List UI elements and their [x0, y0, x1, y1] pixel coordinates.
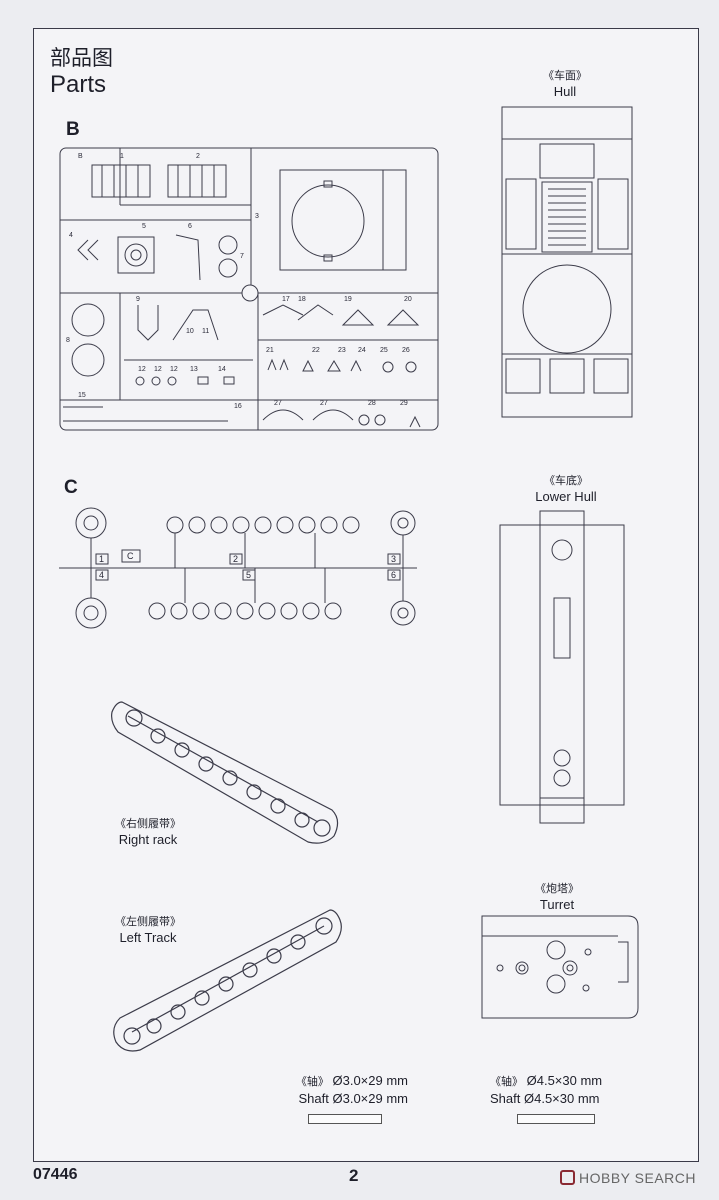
shaft2-dim-en: Ø4.5×30 mm: [523, 1091, 600, 1106]
sprue-b-num: 24: [358, 347, 366, 354]
sprue-b-num: 18: [298, 296, 306, 303]
left-track-caption-cn: 《左侧履带》: [115, 915, 181, 928]
turret-caption: 《炮塔》 Turret: [512, 881, 602, 913]
sprue-b-num: 27: [320, 400, 328, 407]
sprue-b-num: 14: [218, 366, 226, 373]
title-chinese: 部品图: [50, 46, 113, 70]
sprue-b-num: 6: [188, 223, 192, 230]
hull-drawing: [500, 104, 634, 420]
shaft1-dim: Ø3.0×29 mm: [332, 1073, 408, 1088]
sprue-b-num: 8: [66, 337, 70, 344]
shaft2-cn: 《轴》: [490, 1075, 523, 1088]
sprue-c-num: 1: [99, 554, 104, 564]
lower-hull-caption: 《车底》 Lower Hull: [516, 473, 616, 505]
shaft1-spec: 《轴》 Ø3.0×29 mm Shaft Ø3.0×29 mm: [284, 1072, 408, 1107]
page-number: 2: [349, 1166, 359, 1185]
sprue-b-num: 10: [186, 328, 194, 335]
shaft1-cn: 《轴》: [295, 1075, 329, 1088]
sprue-c-num: 6: [391, 570, 396, 580]
sprue-b-num: 11: [202, 328, 209, 335]
sprue-c-num: 3: [391, 554, 396, 564]
sprue-b-num: 19: [344, 296, 352, 303]
sprue-c-num: 2: [233, 554, 238, 564]
left-track-drawing: [108, 902, 344, 1058]
sprue-b-num: 25: [380, 347, 388, 354]
sprue-b-diagram: B 1 2 3 4 5 6 7 8 9 10 11 12 12 12 13 14…: [58, 145, 442, 435]
sprue-b-num: 13: [190, 366, 198, 373]
sprue-c-num: 4: [99, 570, 104, 580]
sprue-b-num: 1: [120, 153, 124, 160]
sprue-b-num: 26: [402, 347, 410, 354]
sprue-b-num: 7: [240, 253, 244, 260]
shaft2-spec: 《轴》 Ø4.5×30 mm Shaft Ø4.5×30 mm: [490, 1072, 620, 1107]
right-track-caption-en: Right rack: [118, 832, 178, 847]
sprue-b-num: 3: [255, 213, 259, 220]
sprue-c-diagram: 1 C 2 3 4 5 6: [55, 503, 425, 638]
sprue-b-num: 20: [404, 296, 412, 303]
shaft2-bar: [517, 1114, 595, 1124]
product-code: 07446: [33, 1166, 78, 1183]
sprue-b-num: B: [78, 153, 83, 160]
sprue-b-num: 9: [136, 296, 140, 303]
page-frame: [33, 28, 699, 1162]
sprue-b-num: 22: [312, 347, 320, 354]
sprue-b-num: 29: [400, 400, 408, 407]
left-track-caption-en: Left Track: [119, 930, 177, 945]
shaft1-bar: [308, 1114, 382, 1124]
hull-caption-en: Hull: [553, 84, 577, 99]
shaft1-en: Shaft: [298, 1091, 329, 1106]
sprue-b-num: 28: [368, 400, 376, 407]
sprue-b-num: 4: [69, 232, 73, 239]
sprue-c-num: C: [127, 551, 134, 561]
sprue-b-num: 16: [234, 403, 242, 410]
lower-hull-caption-cn: 《车底》: [544, 474, 588, 487]
sprue-b-num: 27: [274, 400, 282, 407]
road-wheels-top: [167, 517, 359, 533]
sprue-b-num: 23: [338, 347, 346, 354]
sprue-b-num: 2: [196, 153, 200, 160]
sprue-b-num: 5: [142, 223, 146, 230]
sprue-c-num: 5: [246, 570, 251, 580]
sprue-b-num: 12: [154, 366, 162, 373]
hull-caption-cn: 《车面》: [543, 69, 587, 82]
sprue-b-num: 15: [78, 392, 86, 399]
shaft2-dim: Ø4.5×30 mm: [526, 1073, 603, 1088]
lower-hull-caption-en: Lower Hull: [535, 489, 597, 504]
sprue-b-num: 12: [170, 366, 178, 373]
watermark: HOBBY SEARCH: [560, 1170, 696, 1186]
sprue-b-num: 12: [138, 366, 146, 373]
road-wheels-bottom: [149, 603, 341, 619]
shaft1-dim-en: Ø3.0×29 mm: [332, 1091, 408, 1106]
right-track-caption: 《右侧履带》 Right rack: [100, 816, 196, 848]
title-english: Parts: [50, 71, 107, 98]
hull-caption: 《车面》 Hull: [520, 68, 610, 100]
turret-caption-en: Turret: [539, 897, 575, 912]
sprue-b-num: 21: [266, 347, 274, 354]
watermark-text: HOBBY SEARCH: [579, 1170, 696, 1186]
lower-hull-drawing: [498, 508, 626, 826]
right-track-caption-cn: 《右侧履带》: [115, 817, 181, 830]
shaft2-en: Shaft: [490, 1091, 521, 1106]
watermark-logo-icon: [560, 1170, 575, 1185]
sprue-c-label: C: [64, 477, 78, 498]
hatch-part-1: [92, 165, 150, 197]
right-track-drawing: [108, 692, 344, 850]
left-track-caption: 《左侧履带》 Left Track: [100, 914, 196, 946]
sprue-b-num: 17: [282, 296, 290, 303]
sprue-b-label: B: [66, 119, 80, 140]
turret-drawing: [478, 912, 642, 1022]
turret-caption-cn: 《炮塔》: [535, 882, 579, 895]
